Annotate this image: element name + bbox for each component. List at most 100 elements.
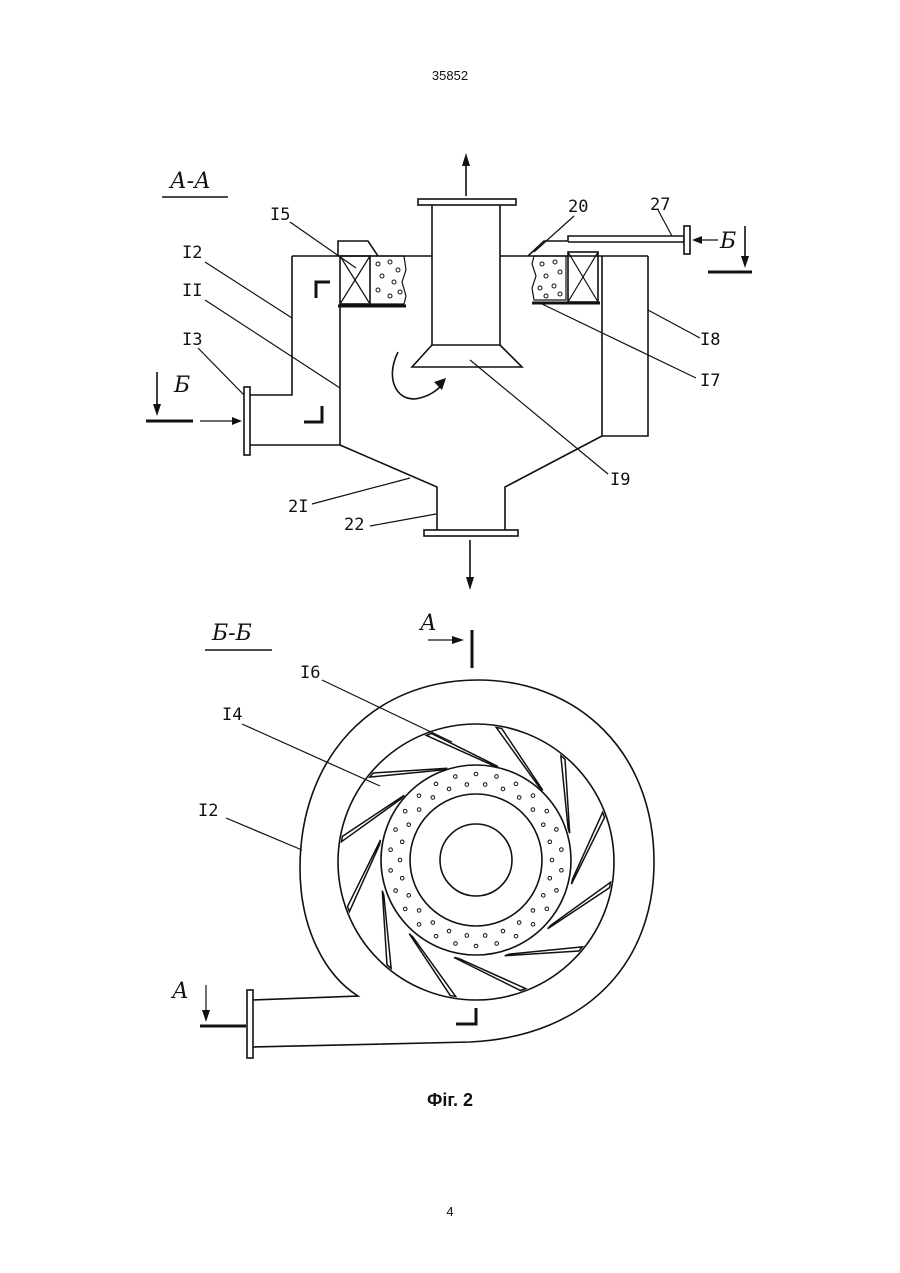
perforation-hole <box>474 944 478 948</box>
perforation-hole <box>417 909 421 913</box>
right-porous-pack <box>532 256 566 300</box>
cut-mark-upper <box>316 282 330 298</box>
guide-vanes-14 <box>342 728 611 997</box>
cut-mark-bottom <box>456 1008 476 1024</box>
perforation-hole <box>545 809 549 813</box>
section-a-left-arrowhead <box>202 1010 210 1022</box>
label-21: 2I <box>288 497 308 517</box>
perforation-hole <box>550 858 554 862</box>
label-22: 22 <box>344 515 364 535</box>
label-17: I7 <box>700 371 720 391</box>
perforation-hole <box>501 787 505 791</box>
perforation-hole <box>434 782 438 786</box>
perforation-hole <box>389 869 393 873</box>
perforation-hole <box>555 889 559 893</box>
inlet-flange-13 <box>244 387 250 455</box>
perforation-hole <box>465 934 469 938</box>
guide-vane <box>571 812 604 884</box>
perforation-hole <box>407 894 411 898</box>
label-20: 20 <box>568 197 588 217</box>
bottom-outlet-arrowhead <box>466 577 474 590</box>
perforation-hole <box>454 942 458 946</box>
perforation-hole <box>495 775 499 779</box>
central-pipe <box>440 824 512 896</box>
bottom-flange-22 <box>424 530 518 536</box>
perforation-hole <box>431 796 435 800</box>
perforation-hole <box>555 828 559 832</box>
perforation-hole <box>389 848 393 852</box>
perforation-hole <box>501 929 505 933</box>
left-porous-dots <box>376 260 402 298</box>
guide-vane <box>370 768 448 777</box>
section-b-left-arrowhead <box>153 404 161 416</box>
label-12: I2 <box>182 243 202 263</box>
inlet-arrowhead <box>232 417 242 425</box>
swirl-arrowhead <box>434 378 446 390</box>
perforation-hole <box>417 808 421 812</box>
perforation-hole <box>407 823 411 827</box>
label-12-bb: I2 <box>198 801 218 821</box>
perforation-hole <box>541 823 545 827</box>
inlet-housing-12 <box>250 256 292 395</box>
perforation-hole <box>514 782 518 786</box>
inlet-pipe-27 <box>528 236 684 256</box>
top-flange <box>418 199 516 205</box>
perforation-hole <box>417 794 421 798</box>
guide-vane <box>426 733 498 766</box>
perforation-hole <box>531 794 535 798</box>
volute-inlet-flange <box>247 990 253 1058</box>
perforation-hole <box>483 783 487 787</box>
guide-vane <box>382 891 391 969</box>
guide-vane <box>505 947 583 956</box>
section-bb-leaders <box>226 680 452 850</box>
perforation-hole <box>541 894 545 898</box>
perforation-hole <box>495 942 499 946</box>
section-aa-title: А-А <box>168 169 211 194</box>
right-inlet-flange <box>684 226 690 254</box>
perforation-hole <box>447 929 451 933</box>
perforation-hole <box>560 848 564 852</box>
perforation-hole <box>394 889 398 893</box>
perforation-hole <box>483 934 487 938</box>
perforation-hole <box>417 923 421 927</box>
perforations <box>389 772 563 948</box>
cut-mark-lower <box>304 406 322 422</box>
section-b-left-label: Б <box>173 373 190 398</box>
perforation-hole <box>398 858 402 862</box>
perforation-hole <box>465 783 469 787</box>
exhaust-cone <box>412 345 522 367</box>
perforation-hole <box>517 796 521 800</box>
perforation-hole <box>531 808 535 812</box>
section-b-right-label: Б <box>719 229 736 254</box>
label-14: I4 <box>222 705 242 725</box>
outer-housing-18 <box>602 256 648 436</box>
perforation-hole <box>517 921 521 925</box>
section-a-left-label: А <box>170 979 189 1004</box>
perforation-hole <box>400 840 404 844</box>
perforation-hole <box>403 809 407 813</box>
perforated-ring-inner <box>410 794 542 926</box>
perforation-hole <box>548 876 552 880</box>
section-aa: А-А <box>146 153 752 590</box>
perforation-hole <box>531 923 535 927</box>
label-15: I5 <box>270 205 290 225</box>
perforation-hole <box>531 909 535 913</box>
label-13: I3 <box>182 330 202 350</box>
section-a-top-pointer-head <box>452 636 464 644</box>
perforation-hole <box>545 907 549 911</box>
bottom-cone-right <box>505 436 602 530</box>
perforation-hole <box>514 934 518 938</box>
perforation-hole <box>447 787 451 791</box>
perforation-hole <box>403 907 407 911</box>
section-b-right-pointer-head <box>692 236 702 244</box>
perforation-hole <box>394 828 398 832</box>
right-porous-dots <box>538 260 562 298</box>
perforation-hole <box>400 876 404 880</box>
guide-vane <box>347 840 380 912</box>
label-18: I8 <box>700 330 720 350</box>
perforation-hole <box>548 840 552 844</box>
perforation-hole <box>474 772 478 776</box>
perforation-hole <box>431 921 435 925</box>
label-27: 27 <box>650 195 670 215</box>
